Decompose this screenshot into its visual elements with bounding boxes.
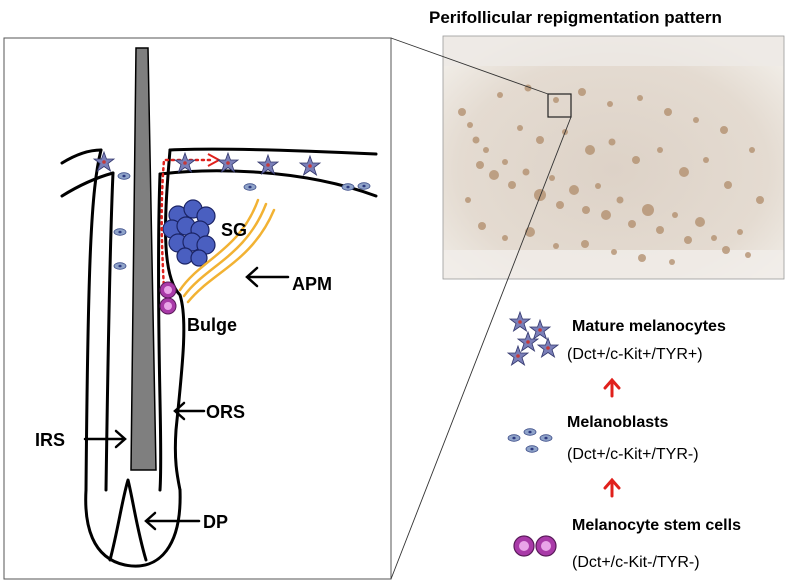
arrow-dp bbox=[144, 511, 201, 531]
bulge-stem-cell bbox=[159, 281, 177, 299]
arrow-ors bbox=[173, 401, 206, 421]
legend-mature-title: Mature melanocytes bbox=[572, 318, 726, 335]
label-sg: SG bbox=[221, 220, 247, 240]
legend-melanoblasts-title: Melanoblasts bbox=[567, 414, 668, 431]
legend: Mature melanocytes (Dct+/c-Kit+/TYR+) Me… bbox=[507, 311, 741, 571]
stem-cells-icon bbox=[513, 535, 557, 557]
zoom-connector-lines bbox=[390, 37, 572, 580]
hair-shaft bbox=[130, 47, 157, 471]
differentiation-arrow bbox=[603, 377, 621, 398]
melanoblasts-icon bbox=[507, 428, 553, 453]
melanoblast bbox=[243, 183, 257, 191]
legend-mature-markers: (Dct+/c-Kit+/TYR+) bbox=[567, 346, 703, 363]
melanoblast bbox=[341, 183, 355, 191]
bulge-stem-cell bbox=[159, 297, 177, 315]
melanoblast bbox=[113, 262, 127, 270]
differentiation-arrow bbox=[603, 477, 621, 498]
label-irs: IRS bbox=[35, 430, 65, 450]
arrector-pili-muscle bbox=[178, 198, 276, 304]
label-apm: APM bbox=[292, 274, 332, 294]
mature-melanocytes-icon bbox=[507, 311, 559, 366]
label-dp: DP bbox=[203, 512, 228, 532]
melanoblast bbox=[117, 172, 131, 180]
arrow-apm bbox=[245, 266, 290, 288]
legend-melanoblasts-markers: (Dct+/c-Kit+/TYR-) bbox=[567, 446, 699, 463]
melanoblast bbox=[357, 182, 371, 190]
arrow-irs bbox=[83, 429, 127, 449]
diagram-title: Perifollicular repigmentation pattern bbox=[429, 8, 722, 27]
label-bulge: Bulge bbox=[187, 315, 237, 335]
hair-follicle-panel bbox=[3, 37, 392, 580]
zoom-box bbox=[547, 93, 572, 118]
legend-stem-markers: (Dct+/c-Kit-/TYR-) bbox=[572, 554, 700, 571]
melanoblast bbox=[113, 228, 127, 236]
sebaceous-gland bbox=[162, 199, 216, 267]
label-ors: ORS bbox=[206, 402, 245, 422]
skin-photo bbox=[442, 35, 785, 280]
legend-stem-title: Melanocyte stem cells bbox=[572, 517, 741, 534]
migration-path bbox=[160, 158, 212, 292]
